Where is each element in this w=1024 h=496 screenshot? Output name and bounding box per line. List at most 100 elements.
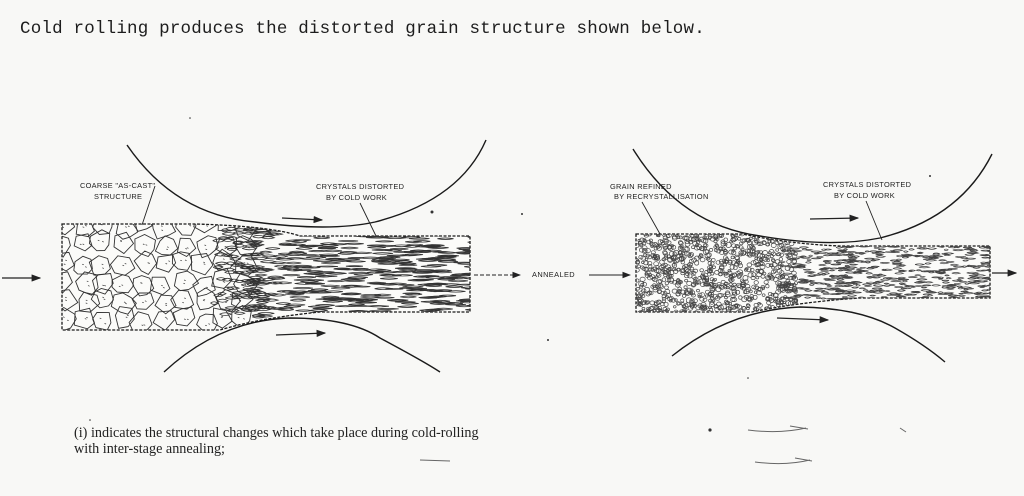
grain-boundary <box>242 280 259 284</box>
grain-boundary <box>775 310 780 312</box>
grain-boundary <box>819 267 830 270</box>
grain-boundary <box>661 234 667 237</box>
grain-boundary <box>729 285 735 291</box>
grain-boundary <box>144 300 147 302</box>
grain-boundary <box>297 231 316 234</box>
grain-boundary <box>251 256 270 261</box>
grain-boundary <box>638 254 644 260</box>
grain-boundary <box>440 314 462 318</box>
grain-boundary <box>467 236 470 239</box>
grain-boundary <box>660 290 665 295</box>
grain-boundary <box>889 245 901 248</box>
grain-boundary <box>830 276 842 280</box>
grain-boundary <box>704 270 709 274</box>
grain-boundary <box>377 307 399 310</box>
grain-boundary <box>189 221 191 222</box>
grain-boundary <box>320 284 340 288</box>
grain-boundary <box>953 265 964 268</box>
grain-boundary <box>145 244 148 246</box>
grain-boundary <box>746 306 750 311</box>
grain-boundary <box>441 283 461 286</box>
annealed-label: ANNEALED <box>532 270 575 279</box>
grain-boundary <box>723 272 730 278</box>
grain-boundary <box>677 245 683 251</box>
grain-boundary <box>947 268 958 270</box>
grain-boundary <box>657 299 662 304</box>
grain-boundary <box>958 292 965 295</box>
grain-boundary <box>59 248 61 249</box>
grain-boundary <box>232 295 244 300</box>
grain-boundary <box>804 296 812 299</box>
grain-boundary <box>662 250 668 256</box>
grain-boundary <box>670 244 674 248</box>
grain-boundary <box>662 250 668 255</box>
grain-boundary <box>445 285 463 288</box>
grain-boundary <box>63 263 66 265</box>
grain-boundary <box>410 227 432 230</box>
grain-boundary <box>448 227 469 230</box>
grain-boundary <box>774 240 780 245</box>
grain-boundary <box>708 307 713 312</box>
grain-boundary <box>311 288 329 291</box>
page-heading: Cold rolling produces the distorted grai… <box>20 19 705 39</box>
grain-boundary <box>232 241 244 245</box>
grain-boundary <box>706 252 712 258</box>
grain-boundary <box>649 310 655 312</box>
grain-boundary <box>968 274 979 277</box>
grain-boundary <box>698 236 705 242</box>
grain-boundary <box>933 255 944 258</box>
grain-boundary <box>875 253 885 256</box>
grain-boundary <box>422 249 442 252</box>
grain-boundary <box>436 259 457 262</box>
grain-boundary <box>701 272 705 276</box>
grain-boundary <box>62 271 73 294</box>
grain-boundary <box>127 225 130 227</box>
grain-boundary <box>222 258 225 260</box>
grain-boundary <box>636 243 640 249</box>
grain-boundary <box>799 246 810 249</box>
grain-boundary <box>99 317 102 320</box>
grain-boundary <box>990 292 996 293</box>
grain-boundary <box>450 274 470 277</box>
grain-boundary <box>120 240 122 242</box>
grain-boundary <box>684 279 689 283</box>
grain-boundary <box>268 281 284 285</box>
grain-boundary <box>340 246 359 250</box>
grain-boundary <box>254 303 268 307</box>
grain-boundary <box>769 238 775 244</box>
grain-boundary <box>833 260 839 262</box>
grain-boundary <box>233 270 245 275</box>
grain-boundary <box>306 270 323 273</box>
grain-boundary <box>655 305 660 310</box>
grain-boundary <box>640 265 645 270</box>
grain-boundary <box>316 265 339 268</box>
grain-boundary <box>298 230 316 234</box>
grain-boundary <box>662 245 668 251</box>
grain-boundary <box>980 254 990 257</box>
grain-boundary <box>426 244 445 247</box>
grain-boundary <box>86 280 89 283</box>
grain-boundary <box>708 298 713 303</box>
grain-boundary <box>700 302 707 308</box>
grain-boundary <box>62 224 76 236</box>
grain-boundary <box>691 271 697 276</box>
grain-boundary <box>880 278 891 281</box>
grain-boundary <box>196 313 218 330</box>
grain-boundary <box>759 261 764 265</box>
grain-boundary <box>772 276 779 282</box>
grain-boundary <box>665 264 671 270</box>
grain-boundary <box>730 234 735 237</box>
grain-boundary <box>694 310 700 312</box>
grain-boundary <box>636 278 640 283</box>
grain-boundary <box>66 319 69 322</box>
grain-boundary <box>838 249 848 252</box>
grain-boundary <box>792 263 804 266</box>
grain-boundary <box>988 268 990 270</box>
grain-boundary <box>793 294 804 297</box>
grain-boundary <box>780 296 785 301</box>
grain-boundary <box>835 280 846 283</box>
grain-boundary <box>769 275 775 281</box>
grain-boundary <box>844 284 854 287</box>
grain-boundary <box>684 302 691 308</box>
grain-boundary <box>767 304 772 309</box>
